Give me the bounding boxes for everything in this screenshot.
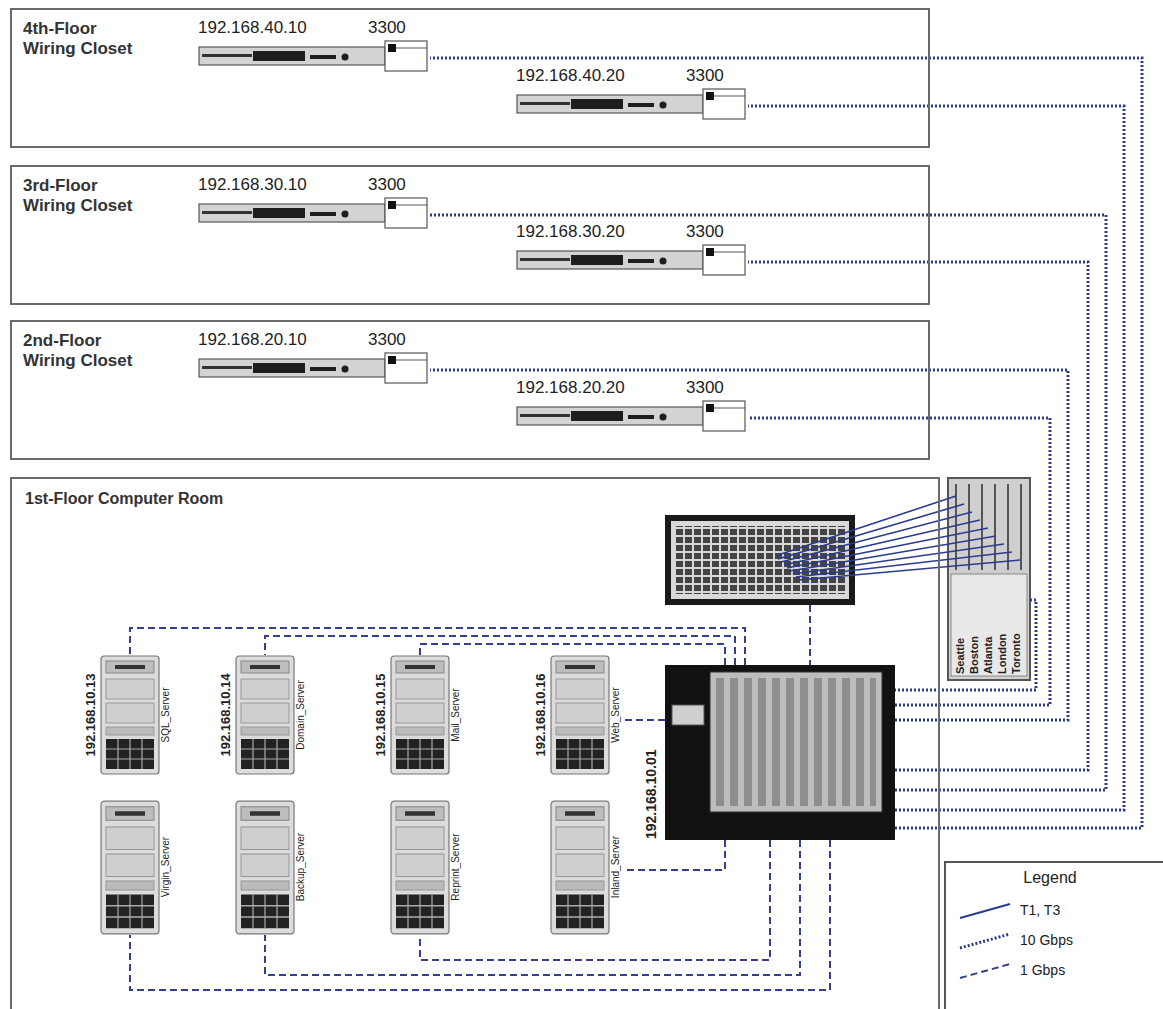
ip-address: 192.168.20.10 xyxy=(198,330,307,350)
model-number: 3300 xyxy=(368,330,406,350)
core-switch xyxy=(665,665,895,840)
ip-address: 192.168.10.13 xyxy=(83,673,98,756)
computer-room: 1st-Floor Computer Room 192.168.10.01 192.… xyxy=(10,477,940,1009)
ip-address: 192.168.10.16 xyxy=(533,673,548,756)
fiber-link xyxy=(895,600,1036,690)
room-title: 1st-Floor Computer Room xyxy=(25,489,223,508)
ip-address: 192.168.20.20 xyxy=(516,378,625,398)
ip-address: 192.168.40.20 xyxy=(516,66,625,86)
server: Inland_Server xyxy=(530,800,625,935)
legend-sample xyxy=(960,934,1010,948)
ip-address: 192.168.30.20 xyxy=(516,222,625,242)
site-name: Seattle xyxy=(954,638,967,674)
legend-title: Legend xyxy=(945,868,1155,887)
ethernet-link xyxy=(625,719,665,721)
model-number: 3300 xyxy=(368,18,406,38)
server-name: Reprint_Server xyxy=(450,833,462,900)
switch-3300: 192.168.20.20 3300 xyxy=(516,378,748,434)
t1-lines xyxy=(775,496,1020,580)
fiber-link xyxy=(430,215,1106,790)
ethernet-link xyxy=(130,840,830,990)
ip-address: 192.168.10.14 xyxy=(218,673,233,756)
server: 192.168.10.14 Domain_Server xyxy=(215,655,310,775)
server: 192.168.10.16 Web_Server xyxy=(530,655,625,775)
ip-address: 192.168.40.10 xyxy=(198,18,307,38)
fiber-link xyxy=(430,370,1068,720)
closet-title: 2nd-Floor Wiring Closet xyxy=(23,331,148,371)
switch-3300: 192.168.40.10 3300 xyxy=(198,18,430,74)
ethernet-link xyxy=(265,840,800,975)
server: Backup_Server xyxy=(215,800,310,935)
server-name: Inland_Server xyxy=(610,836,622,898)
model-number: 3300 xyxy=(368,175,406,195)
site-name: London xyxy=(996,634,1009,674)
core-switch: 192.168.10.01 xyxy=(665,665,895,840)
switch-3300: 192.168.40.20 3300 xyxy=(516,66,748,122)
server: 192.168.10.13 SQL_Server xyxy=(80,655,175,775)
legend-text: T1, T3 xyxy=(1020,902,1060,919)
wiring-closet: 4th-Floor Wiring Closet 192.168.40.10 3300… xyxy=(10,8,930,148)
ethernet-link xyxy=(420,644,725,665)
server-name: Virgin_Server xyxy=(160,837,172,897)
wan-rack xyxy=(948,478,1030,680)
server: Virgin_Server xyxy=(80,800,175,935)
ip-address: 192.168.30.10 xyxy=(198,175,307,195)
server: 192.168.10.15 Mail_Server xyxy=(370,655,465,775)
site-name: Toronto xyxy=(1010,633,1023,674)
server-name: Web_Server xyxy=(610,687,622,742)
server-name: Backup_Server xyxy=(295,833,307,901)
ip-address: 192.168.10.15 xyxy=(373,673,388,756)
ethernet-link xyxy=(265,636,735,665)
wiring-closet: 2nd-Floor Wiring Closet 192.168.20.10 3300… xyxy=(10,320,930,460)
switch-3300: 192.168.30.10 3300 xyxy=(198,175,430,231)
legend-sample xyxy=(960,904,1010,918)
legend-box xyxy=(945,862,1163,1009)
legend-text: 1 Gbps xyxy=(1020,962,1065,979)
switch-3300: 192.168.30.20 3300 xyxy=(516,222,748,278)
model-number: 3300 xyxy=(686,222,724,242)
closet-title: 3rd-Floor Wiring Closet xyxy=(23,176,148,216)
router-uplink xyxy=(809,605,811,665)
fiber-link xyxy=(430,58,1142,828)
ip-address: 192.168.10.01 xyxy=(643,749,659,839)
fiber-link xyxy=(748,418,1050,705)
switch-3300: 192.168.20.10 3300 xyxy=(198,330,430,386)
server: Reprint_Server xyxy=(370,800,465,935)
site-name: Atlanta xyxy=(982,637,995,674)
server-name: Mail_Server xyxy=(450,688,462,741)
ethernet-link xyxy=(130,628,745,665)
site-name: Boston xyxy=(968,636,981,674)
server-name: Domain_Server xyxy=(295,680,307,749)
fiber-link xyxy=(748,262,1088,770)
legend-sample xyxy=(960,964,1010,978)
ethernet-link xyxy=(625,840,725,870)
closet-title: 4th-Floor Wiring Closet xyxy=(23,19,148,59)
wan-rack: SeattleBostonAtlantaLondonToronto xyxy=(948,478,1030,680)
wiring-closet: 3rd-Floor Wiring Closet 192.168.30.10 3300… xyxy=(10,165,930,305)
model-number: 3300 xyxy=(686,66,724,86)
server-name: SQL_Server xyxy=(160,687,172,742)
legend-text: 10 Gbps xyxy=(1020,932,1073,949)
ethernet-link xyxy=(420,840,770,960)
model-number: 3300 xyxy=(686,378,724,398)
